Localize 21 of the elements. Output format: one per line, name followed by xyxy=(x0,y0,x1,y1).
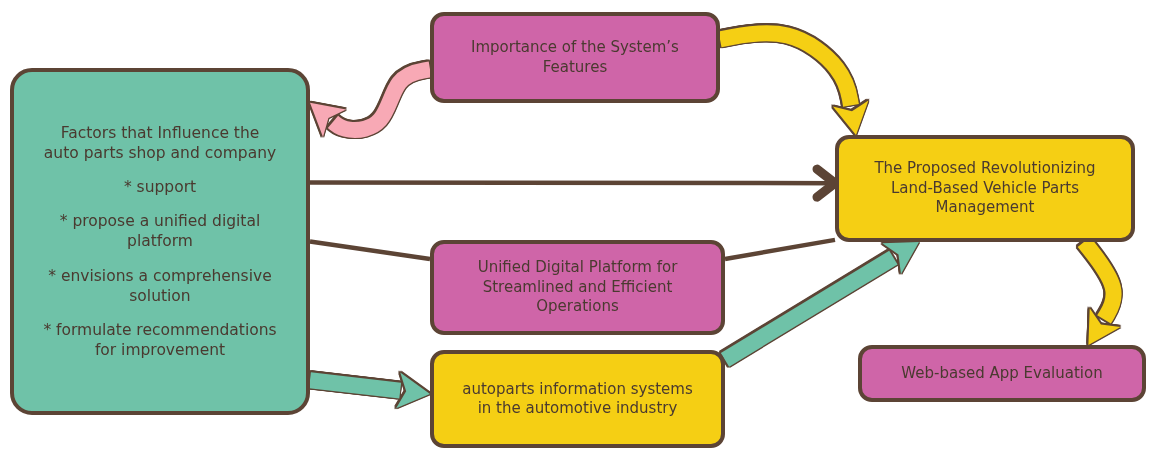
process-box xyxy=(10,68,310,415)
arrow xyxy=(720,242,919,367)
process-box xyxy=(835,135,1135,242)
process-box xyxy=(858,345,1146,402)
box-heading: Factors that Influence the auto parts shop and company xyxy=(42,122,278,164)
box-text: Unified Digital Platform for Streamlined and Efficient Operations xyxy=(476,258,679,317)
bullet-text: * envisions a comprehensive solution xyxy=(47,265,273,306)
box-text: Web-based App Evaluation xyxy=(901,363,1103,384)
box-text: Importance of the System’s Features xyxy=(470,38,680,77)
process-box xyxy=(430,240,725,335)
bullet-text: * propose a unified digital platform xyxy=(58,211,262,252)
process-box xyxy=(430,350,725,448)
arrow xyxy=(309,372,430,409)
bullet-text: * formulate recommendations for improvement xyxy=(42,319,278,361)
process-box xyxy=(430,12,720,103)
connector-line xyxy=(309,239,431,262)
bullet-text: * support xyxy=(123,177,197,198)
box-text: The Proposed Revolutionizing Land-Based Vehicle Parts Management xyxy=(873,159,1097,218)
box-text: autoparts information systems in the automotive industry xyxy=(461,379,694,419)
arrow xyxy=(718,25,869,135)
connector-line xyxy=(724,237,836,262)
